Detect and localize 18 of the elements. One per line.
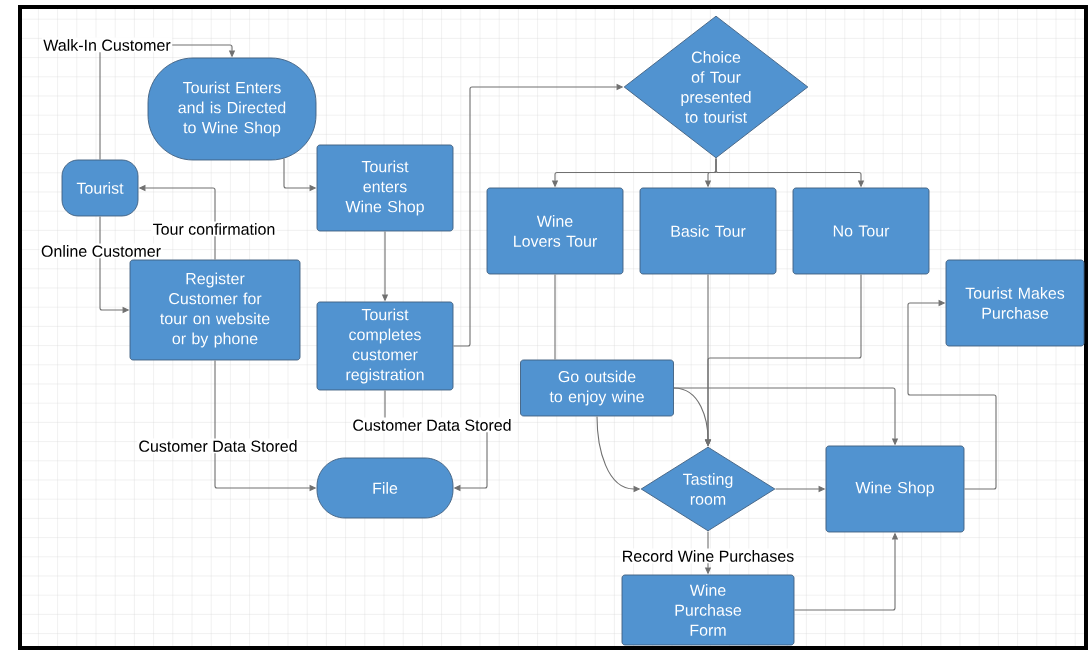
process-box: Tourist completes customer registration — [316, 301, 454, 391]
process-box: Tourist Makes Purchase — [945, 259, 1085, 347]
process-box: Wine Shop — [825, 445, 965, 533]
process-box: No Tour — [792, 187, 930, 275]
edge-label: Customer Data Stored — [350, 417, 514, 433]
process-box: Register Customer for tour on website or by phone — [129, 259, 301, 361]
edge-label: Customer Data Stored — [136, 438, 300, 454]
process-box: Go outside to enjoy wine — [520, 359, 674, 417]
edge-label: Walk-In Customer — [41, 37, 173, 53]
process-box: Wine Purchase Form — [621, 574, 795, 646]
process-box: Wine Lovers Tour — [486, 187, 624, 275]
edge-label: Tour confirmation — [151, 221, 277, 237]
edge-label: Record Wine Purchases — [620, 548, 796, 564]
process-box: Tourist enters Wine Shop — [316, 144, 454, 232]
rounded-box: Tourist — [61, 159, 139, 217]
process-box: Basic Tour — [639, 187, 777, 275]
arrow — [907, 299, 997, 490]
edge-label: Online Customer — [39, 243, 163, 259]
